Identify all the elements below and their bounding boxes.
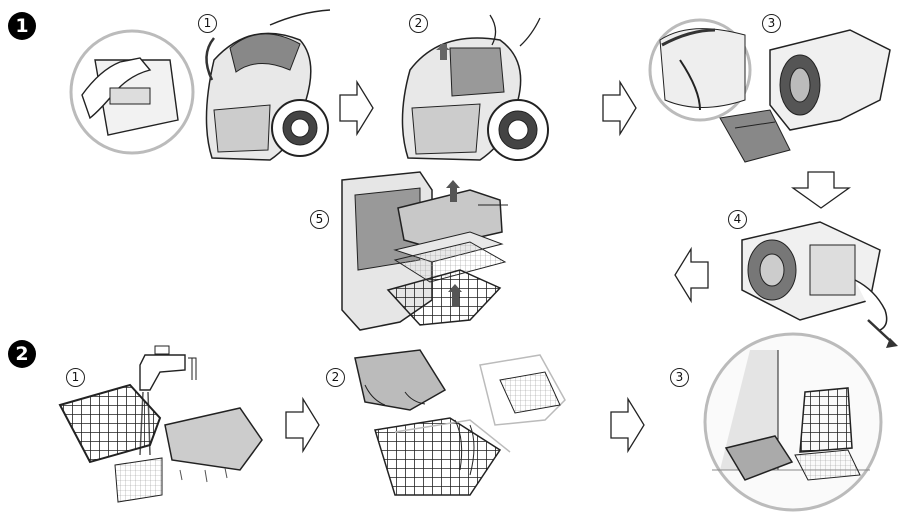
- arrow-right-3: [286, 399, 319, 451]
- step-2-3-label: 3: [670, 368, 689, 387]
- arrow-right-2: [603, 82, 636, 134]
- step-2-3-illustration: [705, 334, 881, 510]
- arrow-right-1: [340, 82, 373, 134]
- step-1-2-illustration: [402, 15, 548, 160]
- step-1-5-label: 5: [310, 210, 329, 229]
- step-2-2-illustration: [355, 350, 565, 495]
- step-2-1-illustration: [60, 346, 262, 502]
- step-2-2-label: 2: [326, 368, 345, 387]
- arrow-right-4: [611, 399, 644, 451]
- step-1-2-label: 2: [409, 14, 428, 33]
- step-1-3-illustration: [650, 20, 890, 162]
- section-1-number: 1: [8, 12, 36, 40]
- step-1-4-illustration: [742, 222, 898, 348]
- section-2-number: 2: [8, 340, 36, 368]
- arrow-down: [793, 172, 849, 208]
- arrow-left: [675, 249, 708, 301]
- step-1-1-illustration: [71, 10, 330, 160]
- step-1-4-label: 4: [728, 210, 747, 229]
- step-1-1-label: 1: [198, 14, 217, 33]
- step-1-5-illustration: [342, 172, 508, 330]
- step-2-1-label: 1: [66, 368, 85, 387]
- step-1-3-label: 3: [762, 14, 781, 33]
